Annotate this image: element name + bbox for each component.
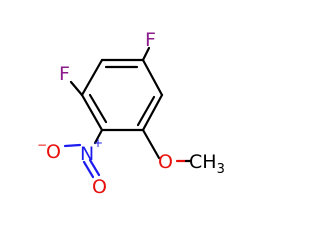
bond-c-f-left xyxy=(69,80,84,97)
methyl-carbon-text: CH xyxy=(189,151,217,173)
bond-n-o-double-b xyxy=(88,158,101,177)
ring-bond-lower-left-inner xyxy=(88,93,108,124)
oxygen-double-label: O xyxy=(92,176,107,198)
oxygen-minus-charge: − xyxy=(37,138,47,152)
bond-c-f-top xyxy=(141,46,151,62)
methyl-subscript: 3 xyxy=(217,162,225,177)
atom-labels: F F N + O − O O CH3 xyxy=(37,29,225,198)
bond-n-o-double-a xyxy=(82,160,95,179)
benzene-ring xyxy=(80,58,164,132)
bond-n-o-single xyxy=(63,143,82,148)
fluorine-top-label: F xyxy=(145,29,156,51)
ring-bond-lower-right-inner xyxy=(136,95,156,127)
bond-c-n xyxy=(93,128,104,145)
ring-bond-lower-right xyxy=(141,93,164,132)
nitrogen-charge: + xyxy=(93,136,103,150)
ring-bond-lower-left xyxy=(80,93,104,132)
fluorine-left-label: F xyxy=(59,63,70,85)
methyl-label: CH3 xyxy=(189,151,225,177)
oxygen-ether-label: O xyxy=(158,151,173,173)
nitrogen-label: N xyxy=(80,143,94,165)
ring-bond-upper-left xyxy=(80,58,104,97)
oxygen-minus-label: O xyxy=(46,141,61,163)
bond-c-o-ether xyxy=(141,128,161,160)
chemical-structure-diagram: F F N + O − O O CH3 xyxy=(37,29,225,198)
ring-bond-right xyxy=(141,58,164,97)
substituent-bonds xyxy=(63,46,192,179)
